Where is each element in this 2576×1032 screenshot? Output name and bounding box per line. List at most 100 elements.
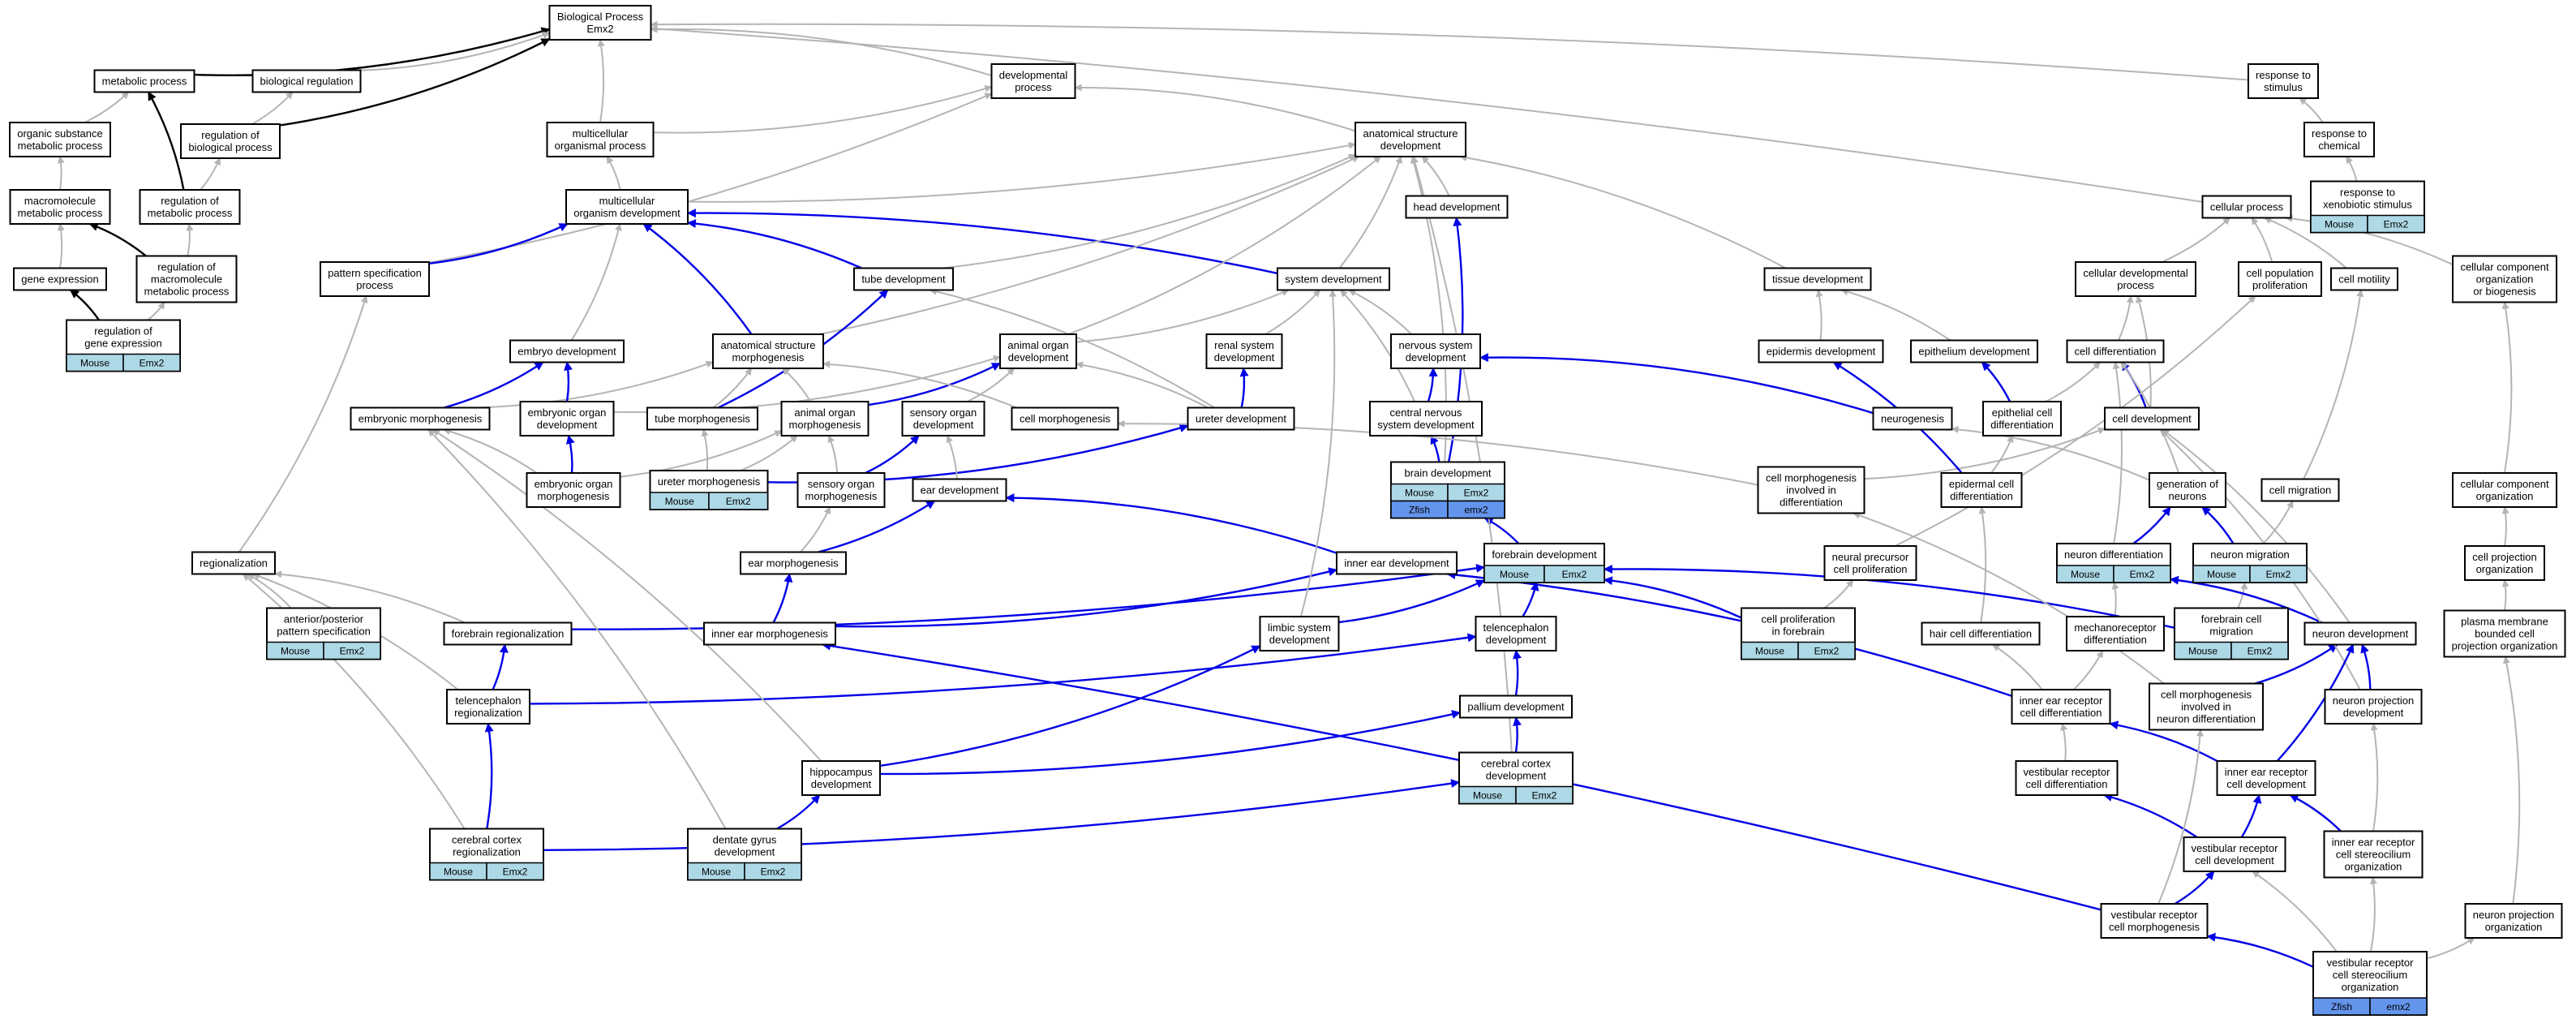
node-ureter_dev[interactable]: ureter development bbox=[1187, 406, 1295, 431]
node-cell_morph[interactable]: cell morphogenesis bbox=[1011, 406, 1119, 431]
node-cell_proc[interactable]: cellular process bbox=[2201, 195, 2292, 219]
node-label-line: nervous system bbox=[1398, 339, 1472, 351]
node-sys_dev[interactable]: system development bbox=[1277, 267, 1390, 291]
species-label: Mouse bbox=[665, 496, 694, 507]
node-head_dev[interactable]: head development bbox=[1405, 195, 1509, 219]
node-label-line: ureter development bbox=[1196, 413, 1286, 425]
node-emb_morph[interactable]: embryonic morphogenesis bbox=[350, 406, 491, 431]
node-ie_dev[interactable]: inner ear development bbox=[1336, 551, 1458, 575]
node-label-line: development bbox=[811, 778, 872, 790]
node-epid[interactable]: epidermis development bbox=[1758, 339, 1884, 363]
node-metab[interactable]: metabolic process bbox=[93, 69, 195, 93]
node-ie_morph[interactable]: inner ear morphogenesis bbox=[703, 621, 836, 646]
node-fb_region[interactable]: forebrain regionalization bbox=[443, 621, 573, 646]
node-epith[interactable]: epithelium development bbox=[1910, 339, 2038, 363]
node-ear_dev[interactable]: ear development bbox=[912, 478, 1007, 502]
node-cell_mig[interactable]: cell migration bbox=[2260, 478, 2340, 502]
node-label-line: involved in bbox=[2181, 701, 2230, 713]
edge-emb_morph-to-asm bbox=[476, 360, 714, 409]
node-embryo_dev[interactable]: embryo development bbox=[509, 339, 625, 363]
node-tissue_dev[interactable]: tissue development bbox=[1763, 267, 1872, 291]
node-regionaliz[interactable]: regionalization bbox=[191, 551, 276, 575]
node-cell_mot[interactable]: cell motility bbox=[2330, 267, 2398, 291]
node-neurogen[interactable]: neurogenesis bbox=[1872, 406, 1953, 431]
node-cell_dev[interactable]: cell development bbox=[2104, 406, 2200, 431]
node-ear_morph[interactable]: ear morphogenesis bbox=[740, 551, 847, 575]
node-hair_cd[interactable]: hair cell differentiation bbox=[1921, 621, 2041, 646]
node-label-line: organization bbox=[2485, 921, 2543, 933]
node-neur_dev[interactable]: neuron development bbox=[2303, 621, 2417, 646]
node-pallium[interactable]: pallium development bbox=[1459, 694, 1573, 719]
node-cell_diff[interactable]: cell differentiation bbox=[2066, 339, 2165, 363]
node-bioreg[interactable]: biological regulation bbox=[251, 69, 362, 93]
node-tube_dev[interactable]: tube development bbox=[853, 267, 954, 291]
node-label-line: cell differentiation bbox=[2026, 778, 2108, 790]
node-gene_exp[interactable]: gene expression bbox=[13, 267, 107, 291]
node-tube_morph[interactable]: tube morphogenesis bbox=[646, 406, 758, 431]
edge-ear_dev-to-sod bbox=[946, 435, 958, 479]
